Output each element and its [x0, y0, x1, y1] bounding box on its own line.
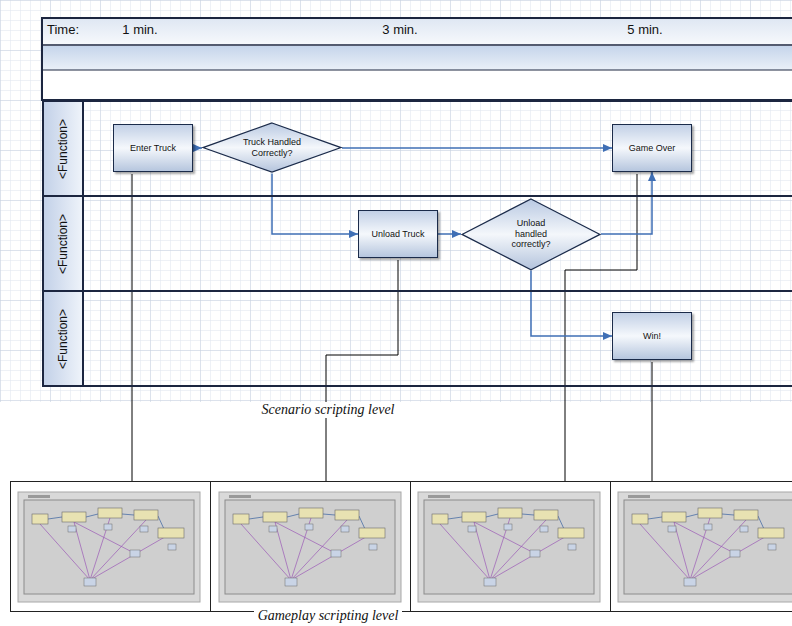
swimlane: <Function> Enter Truck Truck Handled Corre… — [42, 100, 792, 197]
flow-arrow — [272, 174, 358, 234]
decision-label: Truck Handled Correctly? — [241, 137, 303, 159]
box-label: Unload Truck — [371, 229, 424, 240]
process-box: Unload Truck — [358, 210, 438, 258]
diamond-shape — [462, 199, 600, 270]
level-caption: Gameplay scripting level — [254, 608, 403, 624]
flow-arrow — [342, 147, 612, 149]
box-label: Win! — [643, 331, 661, 342]
decision-diamond: Truck Handled Correctly? — [202, 122, 342, 173]
decision-label: Unload handled correctly? — [500, 218, 562, 250]
process-box: Game Over — [612, 124, 692, 172]
flow-arrow — [601, 172, 652, 234]
lane-header: <Function> — [44, 102, 84, 195]
flow-arrow — [438, 233, 461, 235]
flow-arrow — [193, 147, 202, 149]
process-box: Win! — [612, 312, 692, 360]
time-label: 1 min. — [122, 22, 157, 37]
time-label: 5 min. — [627, 22, 662, 37]
lane-header: <Function> — [44, 197, 84, 290]
swimlane: <Function> Win! — [42, 290, 792, 387]
lane-label: <Function> — [56, 213, 70, 273]
box-label: Game Over — [629, 143, 676, 154]
time-label: Time: — [47, 22, 79, 37]
lane-label: <Function> — [56, 118, 70, 178]
swimlane: <Function> Unload Truck Unload handled cor… — [42, 195, 792, 292]
process-box: Enter Truck — [113, 124, 193, 172]
time-label: 3 min. — [382, 22, 417, 37]
flow-arrow — [531, 270, 612, 336]
lane-header: <Function> — [44, 292, 84, 385]
box-label: Enter Truck — [130, 143, 176, 154]
lane-label: <Function> — [56, 308, 70, 368]
level-caption: Scenario scripting level — [258, 402, 399, 418]
diamond-shape — [203, 123, 341, 172]
decision-diamond: Unload handled correctly? — [461, 198, 601, 271]
